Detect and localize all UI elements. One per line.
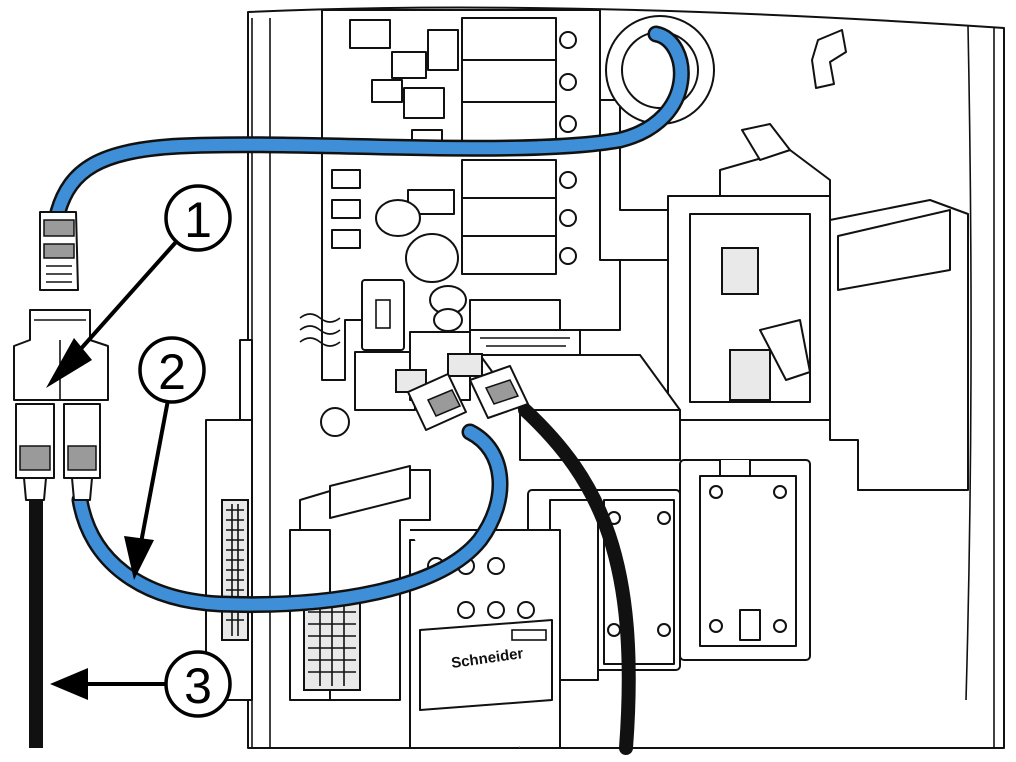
control-board [299, 9, 691, 437]
vent-grid-left [226, 504, 244, 636]
arrowhead-1 [46, 338, 92, 388]
arrowhead-3 [50, 668, 88, 700]
callout-1-label: 1 [184, 192, 212, 248]
bracket [811, 29, 847, 89]
blue-network-cable [49, 25, 690, 613]
callout-2: 2 [124, 336, 206, 580]
relay-stack [461, 17, 577, 275]
board-plugs [407, 365, 529, 431]
callout-2-label: 2 [158, 344, 186, 400]
terminal-blocks [527, 459, 811, 681]
black-cable [518, 403, 636, 755]
rj45-splitter [13, 211, 109, 501]
contactor: Schneider [409, 529, 561, 749]
callout-3-label: 3 [184, 658, 212, 714]
relay-module [667, 123, 969, 491]
callout-1: 1 [46, 184, 232, 388]
capacitors [375, 199, 467, 332]
callout-3: 3 [50, 650, 232, 718]
vent-grid-center [308, 604, 356, 686]
arrowhead-2 [124, 536, 154, 580]
